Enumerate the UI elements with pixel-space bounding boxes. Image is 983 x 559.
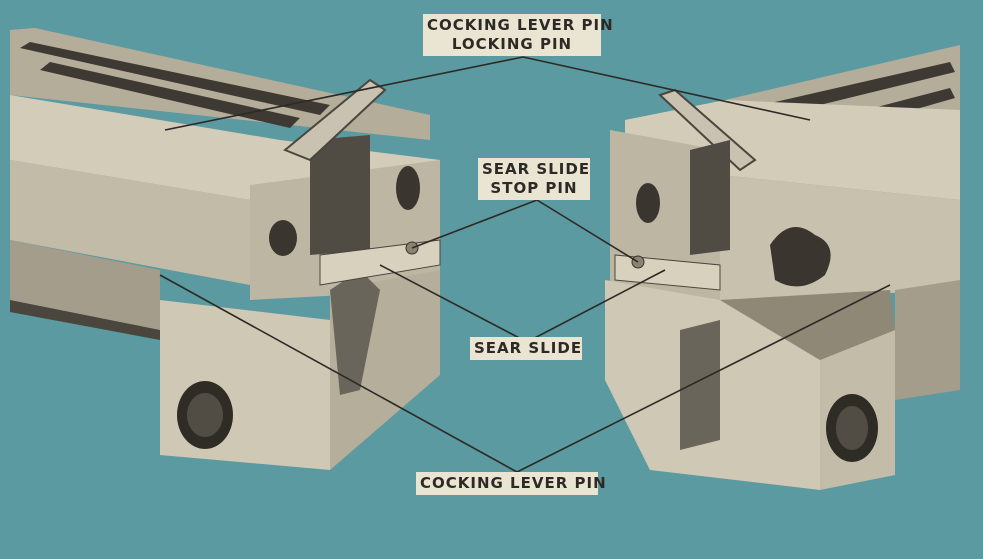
label-line-2: LOCKING PIN: [451, 35, 573, 53]
label-line-2: STOP PIN: [490, 179, 578, 197]
right-receiver-part: [605, 45, 960, 490]
label-line-1: COCKING LEVER PIN: [427, 16, 614, 34]
label-line-1: SEAR SLIDE: [482, 160, 591, 178]
left-receiver-part: [10, 28, 441, 470]
cocking-lever-pin-locking-pin-label: COCKING LEVER PIN LOCKING PIN: [423, 14, 614, 56]
cocking-lever-pin-label: COCKING LEVER PIN: [416, 472, 607, 495]
label-line-1: COCKING LEVER PIN: [420, 474, 607, 492]
leader-lines: [159, 56, 891, 473]
label-line-1: SEAR SLIDE: [474, 339, 583, 357]
sear-slide-label: SEAR SLIDE: [470, 337, 582, 360]
sear-slide-stop-pin-label: SEAR SLIDE STOP PIN: [478, 158, 590, 200]
